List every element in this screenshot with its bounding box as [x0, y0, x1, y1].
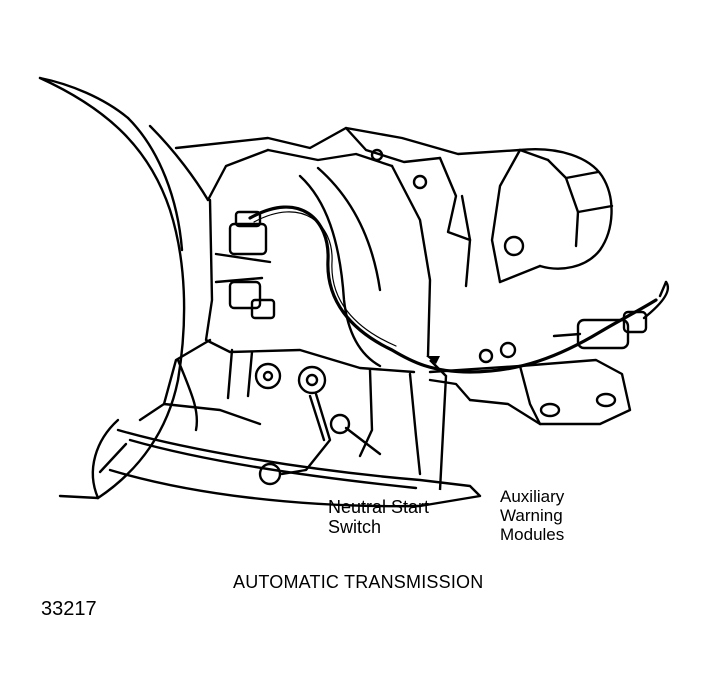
- figure-number: 33217: [41, 598, 97, 620]
- case-top-outline: [174, 126, 550, 162]
- callout-line: Modules: [500, 525, 565, 545]
- neutral-start-switch-body: [297, 365, 327, 395]
- bell-housing-outline: [38, 76, 186, 500]
- oil-pan: [108, 428, 482, 508]
- callout-neutral-start-switch: Neutral Start Switch: [328, 497, 468, 537]
- callout-line: Neutral Start: [328, 497, 430, 517]
- callout-auxiliary-warning-modules: Auxiliary Warning Modules: [500, 487, 620, 544]
- figure-caption: AUTOMATIC TRANSMISSION: [233, 572, 484, 592]
- callout-line: Switch: [328, 517, 382, 538]
- callout-line: Warning: [500, 506, 563, 526]
- callout-leader-line: [429, 359, 448, 491]
- mount-bracket: [428, 358, 632, 426]
- tail-housing: [518, 148, 613, 270]
- wire-harness: [248, 205, 658, 374]
- case-body: [204, 198, 416, 374]
- callout-line: Auxiliary: [500, 487, 565, 506]
